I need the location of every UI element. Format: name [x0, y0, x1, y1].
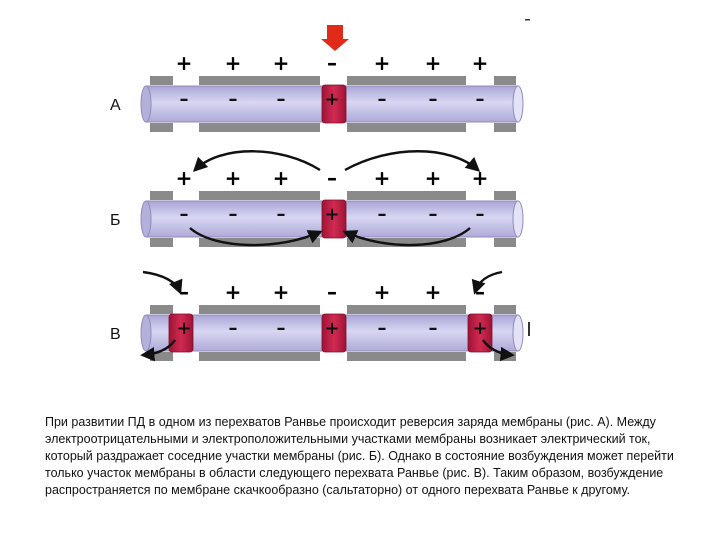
myelin-sheath-bottom: [347, 238, 466, 247]
axon-right-cap: [512, 85, 524, 123]
row-label: В: [110, 326, 121, 343]
outer-charge-sign: +: [425, 51, 442, 75]
myelin-sheath-top: [347, 191, 466, 200]
myelin-sheath-bottom: [150, 352, 173, 361]
outer-charge-sign: –: [327, 280, 337, 304]
outer-charge-sign: +: [273, 280, 290, 304]
outer-charge-sign: +: [374, 280, 391, 304]
outer-charge-sign: +: [273, 166, 290, 190]
outer-charge-sign: –: [179, 280, 189, 304]
axon-conduction-diagram: А + + + – + + + – – – + – – – Б + + + – + + + – – – + – – – В – + + – + + – + –…: [110, 19, 530, 362]
outer-charge-sign: +: [273, 51, 290, 75]
inner-charge-sign: –: [277, 89, 286, 110]
inner-charge-sign: –: [476, 204, 485, 225]
outer-charge-sign: +: [176, 51, 193, 75]
axon-left-cap: [140, 314, 152, 352]
outer-charge-sign: –: [327, 166, 337, 190]
current-arc-upper-left: [192, 150, 321, 173]
myelin-sheath-bottom: [199, 238, 320, 247]
outer-charge-sign: +: [225, 166, 242, 190]
myelin-sheath-bottom: [150, 238, 173, 247]
active-node-of-ranvier: [321, 199, 347, 239]
inner-charge-sign: +: [324, 89, 339, 110]
myelin-sheath-top: [494, 191, 516, 200]
myelin-sheath-top: [494, 305, 516, 314]
myelin-sheath-bottom: [199, 352, 320, 361]
myelin-sheath-top: [150, 191, 173, 200]
outer-charge-sign: +: [425, 166, 442, 190]
active-node-of-ranvier: [321, 313, 347, 353]
axon-left-cap: [140, 200, 152, 238]
inner-charge-sign: –: [229, 89, 238, 110]
inner-charge-sign: –: [378, 204, 387, 225]
axon-row-1: А + + + – + + + – – – + – – –: [110, 51, 524, 132]
inner-charge-sign: +: [324, 204, 339, 225]
myelin-sheath-top: [494, 76, 516, 85]
inner-charge-sign: –: [429, 318, 438, 339]
outer-charge-sign: +: [176, 166, 193, 190]
myelin-sheath-bottom: [347, 352, 466, 361]
row-label: Б: [110, 212, 121, 229]
axon-right-cap: [512, 314, 524, 352]
outer-charge-sign: +: [225, 51, 242, 75]
current-arc-upper-right: [344, 150, 481, 172]
outer-charge-sign: +: [374, 51, 391, 75]
corner-mark: [525, 19, 530, 21]
current-arrows-row-v: [140, 270, 515, 362]
inner-charge-sign: –: [476, 89, 485, 110]
myelin-sheath-bottom: [494, 123, 516, 132]
current-loops-row-b: [189, 150, 481, 247]
current-arrow-out-right: [482, 339, 515, 362]
myelin-sheath-bottom: [347, 123, 466, 132]
outer-charge-sign: +: [374, 166, 391, 190]
myelin-sheath-top: [199, 305, 320, 314]
axon-row-2: Б + + + – + + + – – – + – – –: [110, 166, 524, 247]
inner-charge-sign: +: [472, 318, 487, 339]
inner-charge-sign: –: [378, 318, 387, 339]
inner-charge-sign: –: [378, 89, 387, 110]
inner-charge-sign: –: [229, 204, 238, 225]
current-arc-lower-left: [189, 227, 323, 247]
stimulus-arrow: [321, 25, 349, 51]
axon-row-3: В–++–++–+––+––+: [110, 280, 524, 361]
myelin-sheath-top: [199, 76, 320, 85]
inner-charge-sign: –: [429, 89, 438, 110]
myelin-sheath-bottom: [199, 123, 320, 132]
active-node-of-ranvier: [168, 313, 194, 353]
myelin-sheath-top: [150, 76, 173, 85]
current-arrow-in-left: [142, 270, 183, 295]
row-label: А: [110, 97, 121, 114]
inner-charge-sign: –: [277, 318, 286, 339]
active-node-of-ranvier: [321, 84, 347, 124]
myelin-sheath-bottom: [150, 123, 173, 132]
current-arrow-in-right: [471, 270, 503, 295]
figure-caption: При развитии ПД в одном из перехватов Ра…: [45, 415, 674, 497]
inner-charge-sign: –: [277, 204, 286, 225]
axon-left-cap: [140, 85, 152, 123]
outer-charge-sign: +: [472, 166, 489, 190]
inner-charge-sign: –: [180, 89, 189, 110]
row-v-end-tick: [528, 322, 530, 336]
outer-charge-sign: +: [425, 280, 442, 304]
inner-charge-sign: +: [176, 318, 191, 339]
axon-right-cap: [512, 200, 524, 238]
outer-charge-sign: +: [472, 51, 489, 75]
inner-charge-sign: –: [229, 318, 238, 339]
myelin-sheath-top: [199, 191, 320, 200]
inner-charge-sign: –: [180, 204, 189, 225]
outer-charge-sign: +: [225, 280, 242, 304]
myelin-sheath-bottom: [494, 238, 516, 247]
myelin-sheath-top: [347, 305, 466, 314]
current-arrow-out-left: [140, 339, 176, 362]
outer-charge-sign: –: [327, 51, 337, 75]
myelin-sheath-top: [150, 305, 173, 314]
myelin-sheath-top: [347, 76, 466, 85]
inner-charge-sign: –: [429, 204, 438, 225]
current-arc-lower-right: [342, 227, 471, 247]
inner-charge-sign: +: [324, 318, 339, 339]
